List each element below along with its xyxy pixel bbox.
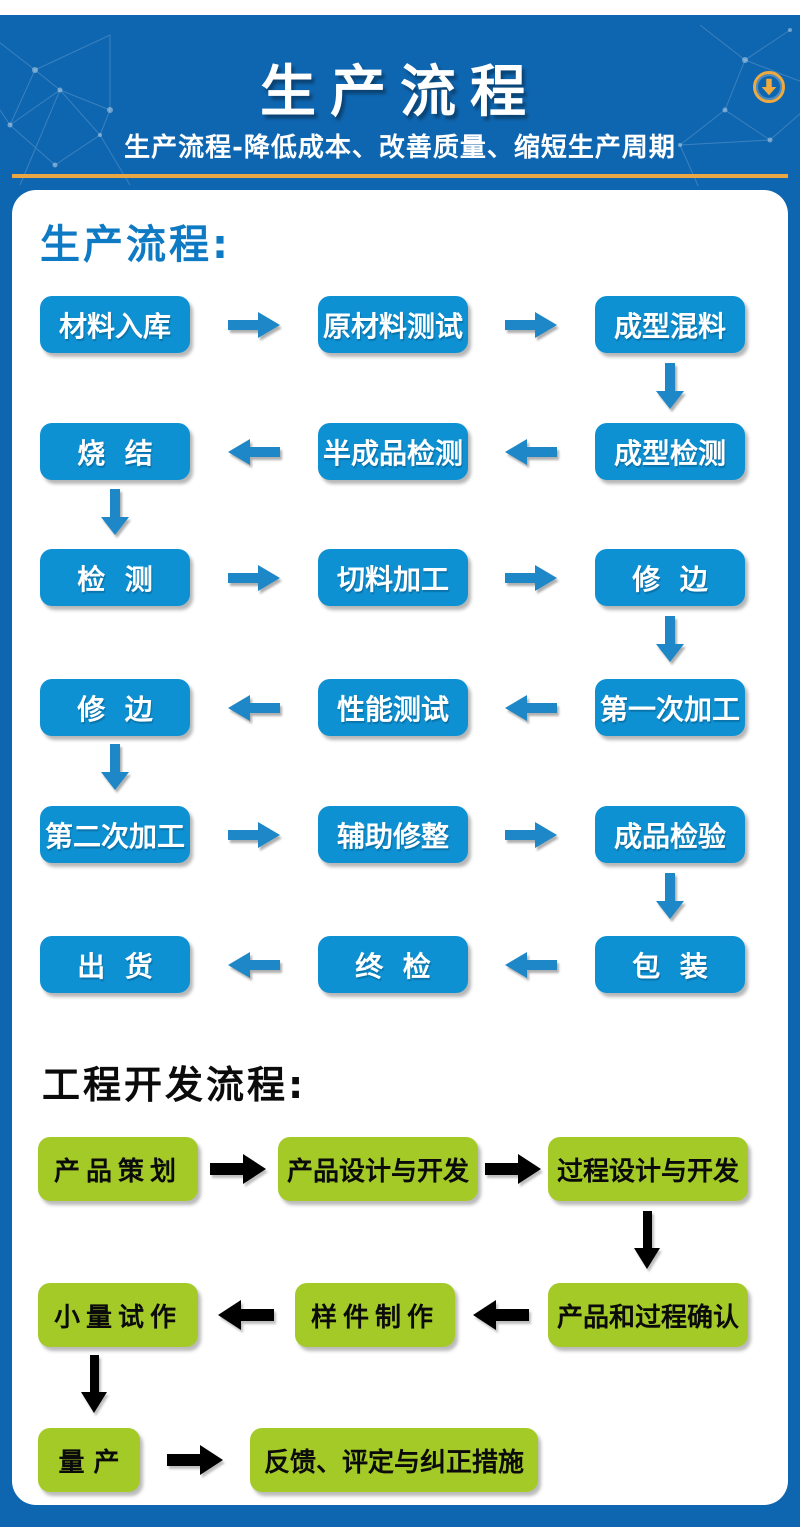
flow-step-cutting: 切料加工 <box>318 549 468 606</box>
flow-step-product-design: 产品设计与开发 <box>278 1137 478 1201</box>
flow-step-material-in: 材料入库 <box>40 296 190 353</box>
flow-step-perf-test: 性能测试 <box>318 679 468 736</box>
accent-divider <box>12 174 788 178</box>
flow-step-aux-finishing: 辅助修整 <box>318 806 468 863</box>
page-title: 生产流程 <box>260 60 540 125</box>
arrow-left-icon <box>228 439 280 465</box>
arrow-left-icon <box>505 439 557 465</box>
flow-step-final-check: 终 检 <box>318 936 468 993</box>
flow-step-raw-test: 原材料测试 <box>318 296 468 353</box>
flow-step-second-machining: 第二次加工 <box>40 806 190 863</box>
top-strip <box>0 0 800 15</box>
arrow-left-icon <box>505 952 557 978</box>
content-panel: 生产流程: 材料入库 原材料测试 成型混料 烧 结 半成品检测 成型检测 检 测… <box>12 190 788 1505</box>
flow-step-small-trial: 小量试作 <box>38 1283 198 1347</box>
flow-step-ship: 出 货 <box>40 936 190 993</box>
arrow-left-icon <box>505 695 557 721</box>
header-banner: 生产流程 生产流程-降低成本、改善质量、缩短生产周期 <box>0 15 800 186</box>
arrow-right-icon <box>228 822 280 848</box>
page-subtitle: 生产流程-降低成本、改善质量、缩短生产周期 <box>124 133 676 163</box>
flow-step-sinter: 烧 结 <box>40 423 190 480</box>
arrow-left-icon <box>228 952 280 978</box>
arrow-right-icon <box>505 312 557 338</box>
production-flowchart: 材料入库 原材料测试 成型混料 烧 结 半成品检测 成型检测 检 测 切料加工 … <box>12 296 788 1004</box>
flow-step-mold-check: 成型检测 <box>595 423 745 480</box>
arrow-right-icon <box>505 822 557 848</box>
arrow-right-icon <box>228 312 280 338</box>
arrow-right-icon <box>505 565 557 591</box>
flow-step-packing: 包 装 <box>595 936 745 993</box>
flow-step-sample-making: 样件制作 <box>295 1283 455 1347</box>
flow-step-final-inspect: 成品检验 <box>595 806 745 863</box>
arrow-down-icon <box>101 489 129 535</box>
arrow-left-icon <box>218 1300 274 1330</box>
flow-step-semi-check: 半成品检测 <box>318 423 468 480</box>
download-arrow-icon <box>761 78 777 96</box>
engineering-flowchart: 产品策划 产品设计与开发 过程设计与开发 小量试作 样件制作 产品和过程确认 量… <box>12 1137 788 1495</box>
flow-step-mix: 成型混料 <box>595 296 745 353</box>
arrow-right-icon <box>228 565 280 591</box>
arrow-left-icon <box>228 695 280 721</box>
flow-step-trim2: 修 边 <box>40 679 190 736</box>
arrow-down-icon <box>101 744 129 790</box>
flow-step-feedback-corrective: 反馈、评定与纠正措施 <box>250 1428 538 1492</box>
arrow-down-icon <box>656 616 684 662</box>
arrow-right-icon <box>210 1154 266 1184</box>
arrow-right-icon <box>485 1154 541 1184</box>
flow-step-inspect: 检 测 <box>40 549 190 606</box>
flow-step-mass-production: 量 产 <box>38 1428 140 1492</box>
engineering-flow-heading: 工程开发流程: <box>42 1063 307 1107</box>
download-button[interactable] <box>753 71 785 103</box>
flow-step-confirmation: 产品和过程确认 <box>548 1283 748 1347</box>
arrow-right-icon <box>167 1445 223 1475</box>
arrow-down-icon <box>80 1355 108 1413</box>
production-flow-heading: 生产流程: <box>40 222 231 268</box>
arrow-left-icon <box>473 1300 529 1330</box>
flow-step-product-planning: 产品策划 <box>38 1137 198 1201</box>
flow-step-process-design: 过程设计与开发 <box>548 1137 748 1201</box>
arrow-down-icon <box>656 873 684 919</box>
flow-step-first-machining: 第一次加工 <box>595 679 745 736</box>
arrow-down-icon <box>656 363 684 409</box>
arrow-down-icon <box>633 1211 661 1269</box>
flow-step-trim: 修 边 <box>595 549 745 606</box>
